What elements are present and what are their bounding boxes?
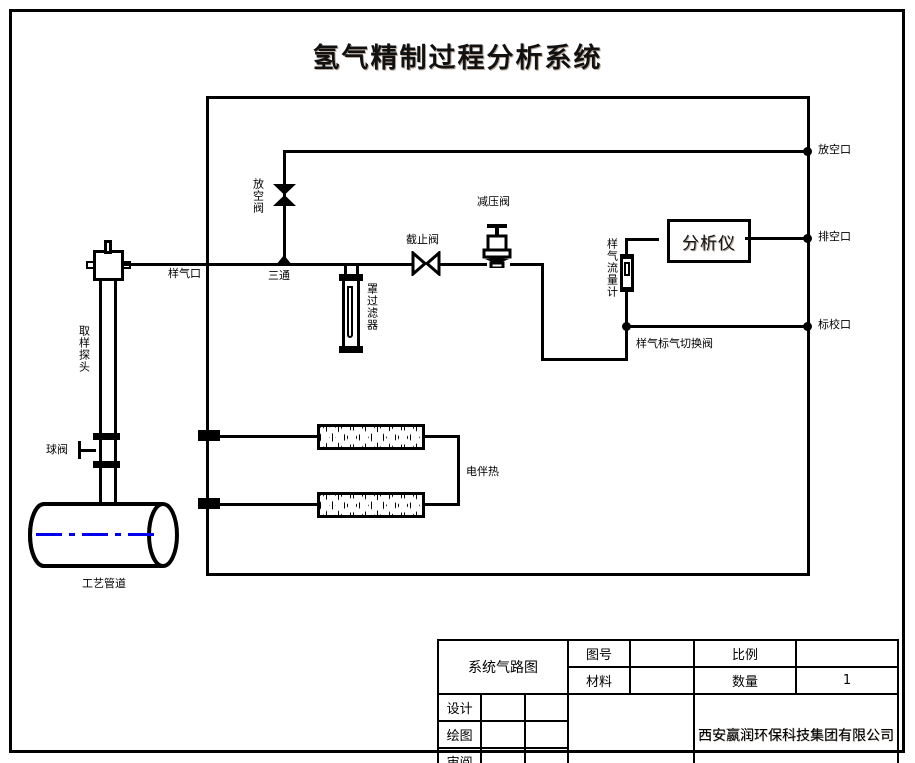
material-value-cell[interactable] bbox=[629, 666, 695, 695]
ball-valve-handle bbox=[78, 441, 81, 459]
review-value-1-cell[interactable] bbox=[480, 747, 526, 763]
probe-stem-right bbox=[114, 281, 117, 506]
line-to-switching-valve bbox=[541, 358, 628, 361]
filter-riser-left bbox=[344, 263, 347, 279]
review-label-cell: 审阅 bbox=[436, 747, 483, 763]
title-block-row-3: 设计 西安嬴润环保科技集团有限公司 bbox=[436, 693, 899, 763]
company-name-cell: 西安嬴润环保科技集团有限公司 bbox=[693, 693, 899, 763]
sample-gas-port-label: 样气口 bbox=[168, 267, 201, 280]
line-switchvalve-riser bbox=[625, 238, 628, 361]
vent-outlet-label: 放空口 bbox=[818, 143, 851, 156]
flowmeter-cap-top bbox=[620, 254, 634, 259]
ball-valve-stem bbox=[78, 449, 96, 452]
design-value-1-cell[interactable] bbox=[480, 693, 526, 722]
material-label-cell: 材料 bbox=[567, 666, 631, 695]
heat-trace-line-lower-right bbox=[425, 503, 460, 506]
calibration-outlet-label: 标校口 bbox=[818, 318, 851, 331]
heat-trace-line-lower-left bbox=[206, 503, 319, 506]
analyzer-box: 分析仪 bbox=[667, 219, 751, 263]
tee-label: 三通 bbox=[268, 269, 290, 282]
sample-standard-switch-valve-label: 样气标气切换阀 bbox=[636, 337, 713, 350]
title-block-row-4: 绘图 bbox=[436, 720, 898, 749]
flowmeter-cap-bottom bbox=[620, 287, 634, 292]
tee-symbol bbox=[276, 255, 292, 265]
draw-label-cell: 绘图 bbox=[436, 720, 483, 749]
line-flowmeter-to-analyzer bbox=[625, 238, 659, 241]
sample-gas-line bbox=[124, 263, 414, 266]
heat-trace-connector bbox=[457, 435, 460, 506]
sample-probe-stub bbox=[104, 240, 112, 254]
pressure-reducing-valve-label: 减压阀 bbox=[477, 195, 510, 208]
loop-right-line bbox=[807, 96, 810, 576]
draw-value-1-cell[interactable] bbox=[480, 720, 526, 749]
heat-trace-flange-lower bbox=[198, 498, 220, 509]
drawing-name-cell: 系统气路图 bbox=[437, 639, 569, 695]
ball-valve-flange-upper bbox=[93, 433, 120, 440]
calibration-line bbox=[625, 325, 810, 328]
filter-cap-top bbox=[339, 274, 363, 281]
ball-valve-flange-lower bbox=[93, 461, 120, 468]
draw-value-2-cell[interactable] bbox=[523, 720, 570, 749]
vent-valve-symbol bbox=[273, 184, 296, 206]
sample-probe-head bbox=[93, 250, 124, 281]
stop-valve-symbol bbox=[411, 251, 441, 276]
drain-outlet-node bbox=[803, 234, 812, 243]
filter-riser-right bbox=[356, 263, 359, 279]
vent-header-line bbox=[283, 150, 810, 153]
filter-element bbox=[347, 286, 353, 338]
heat-trace-line-upper-left bbox=[206, 435, 319, 438]
design-value-2-cell[interactable] bbox=[523, 693, 570, 722]
heat-trace-element-upper bbox=[317, 424, 425, 450]
analyzer-label: 分析仪 bbox=[682, 233, 736, 254]
drain-outlet-label: 排空口 bbox=[818, 230, 851, 243]
loop-bottom-line bbox=[206, 573, 810, 576]
loop-left-line bbox=[206, 96, 209, 576]
heat-trace-line-upper-right bbox=[425, 435, 460, 438]
filter-cap-bottom bbox=[339, 346, 363, 353]
calibration-outlet-node bbox=[803, 322, 812, 331]
ball-valve-label: 球阀 bbox=[46, 443, 68, 456]
pressure-reducing-valve-symbol bbox=[482, 224, 512, 268]
sample-probe-label: 取样探头 bbox=[77, 325, 91, 373]
loop-top-line bbox=[206, 96, 810, 99]
sample-gas-flowmeter-float bbox=[624, 262, 630, 276]
review-value-2-cell[interactable] bbox=[523, 747, 570, 763]
sample-gas-flowmeter-label: 样气流量计 bbox=[605, 238, 619, 298]
notes-cell[interactable] bbox=[567, 693, 695, 763]
line-stopvalve-to-pressurereducer bbox=[439, 263, 487, 266]
electric-heat-tracing-label: 电伴热 bbox=[466, 465, 499, 478]
drawing-no-value-cell[interactable] bbox=[629, 639, 695, 668]
vent-valve-label: 放空阀 bbox=[251, 178, 265, 214]
process-pipeline-shape bbox=[28, 502, 179, 568]
line-reducer-down bbox=[541, 263, 544, 361]
vent-branch-line bbox=[283, 152, 286, 264]
stop-valve-label: 截止阀 bbox=[406, 233, 439, 246]
design-label-cell: 设计 bbox=[436, 693, 483, 722]
probe-port-left bbox=[86, 261, 95, 269]
heat-trace-element-lower bbox=[317, 492, 425, 518]
scale-value-cell[interactable] bbox=[795, 639, 899, 668]
title-block-row-2: 材料 数量 1 bbox=[438, 666, 899, 695]
pipeline-center-line bbox=[36, 533, 155, 536]
quantity-value-cell[interactable]: 1 bbox=[795, 666, 899, 695]
heat-trace-flange-upper bbox=[198, 430, 220, 441]
drawing-no-label-cell: 图号 bbox=[567, 639, 631, 668]
page-title: 氢气精制过程分析系统 bbox=[312, 43, 603, 74]
scale-label-cell: 比例 bbox=[693, 639, 797, 668]
process-pipeline-label: 工艺管道 bbox=[82, 577, 126, 590]
title-block: 系统气路图 图号 比例 材料 数量 1 设计 西安嬴润环保科技集团有限公司 绘图… bbox=[436, 639, 899, 763]
title-block-row-1: 系统气路图 图号 比例 bbox=[437, 639, 899, 695]
title-block-row-5: 审阅 bbox=[436, 747, 898, 763]
line-analyzer-to-drain bbox=[745, 237, 810, 240]
quantity-label-cell: 数量 bbox=[693, 666, 797, 695]
probe-stem-left bbox=[99, 281, 102, 506]
filter-label: 罩过滤器 bbox=[365, 283, 379, 331]
line-reducer-out bbox=[510, 263, 544, 266]
vent-outlet-node bbox=[803, 147, 812, 156]
